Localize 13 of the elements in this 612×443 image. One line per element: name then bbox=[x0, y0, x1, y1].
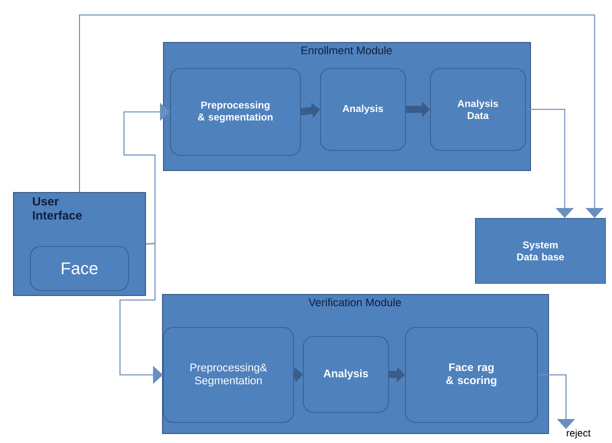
arrow bbox=[79, 14, 604, 218]
reject-label: reject bbox=[566, 429, 591, 438]
process-box: Analysis bbox=[303, 336, 389, 413]
arrow bbox=[124, 102, 170, 244]
database-box: System Data base bbox=[475, 218, 606, 284]
face-box: Face bbox=[30, 246, 129, 291]
process-box: Preprocessing & segmentation bbox=[170, 68, 301, 156]
process-box: Analysis bbox=[320, 68, 406, 151]
process-box: Preprocessing& Segmentation bbox=[163, 327, 294, 423]
arrow bbox=[537, 374, 576, 429]
arrow bbox=[525, 108, 574, 218]
process-box: Analysis Data bbox=[430, 68, 526, 151]
process-box: Face rag & scoring bbox=[405, 327, 538, 423]
